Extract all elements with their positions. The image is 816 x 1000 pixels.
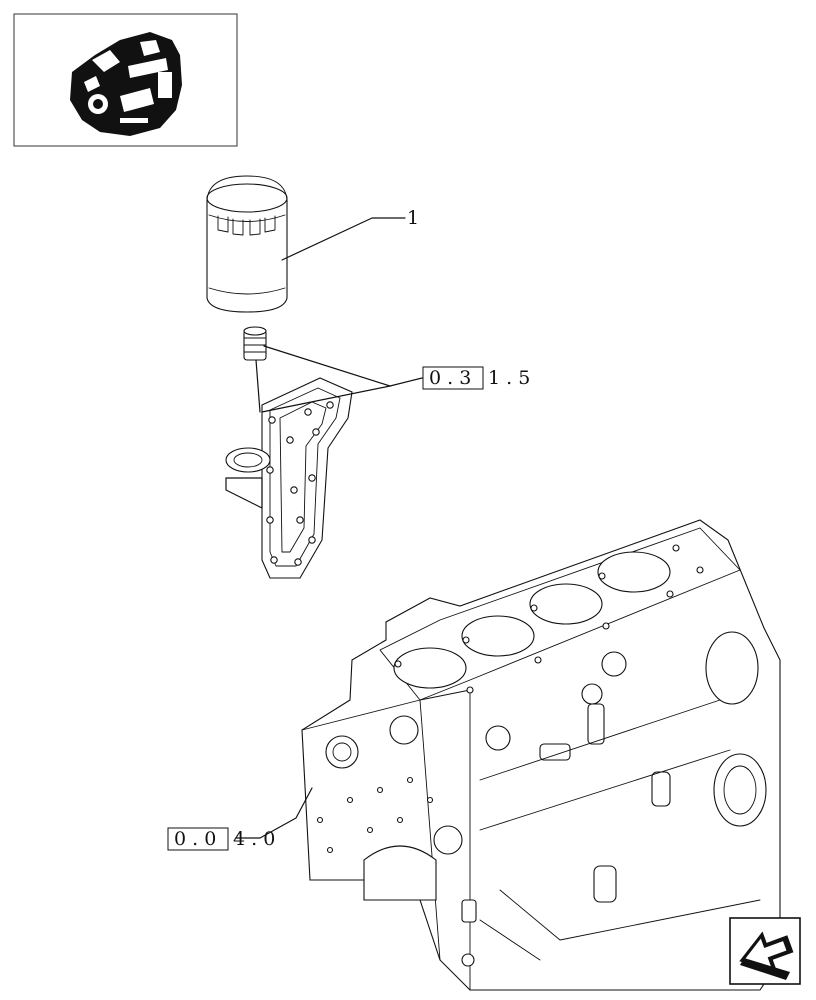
ref-engine-block-boxed: 0 . 0: [174, 828, 216, 850]
callout-item-1: 1: [407, 207, 419, 229]
threaded-adapter: [243, 326, 267, 361]
ref-filter-head[interactable]: 0 . 3 1 . 5: [422, 366, 530, 390]
ref-engine-block-suffix: 4 . 0: [233, 828, 275, 850]
ref-filter-head-boxed: 0 . 3: [429, 367, 471, 389]
leader-lines: [235, 217, 423, 839]
ref-filter-head-suffix: 1 . 5: [488, 367, 530, 389]
next-page-arrow-icon[interactable]: [729, 917, 801, 985]
engine-block: [301, 519, 781, 991]
filter-support-plate: [225, 377, 353, 579]
ref-engine-block[interactable]: 0 . 0 4 . 0: [167, 827, 275, 851]
filter-cartridge: [206, 175, 288, 313]
engine-thumbnail-icon[interactable]: [13, 13, 238, 147]
